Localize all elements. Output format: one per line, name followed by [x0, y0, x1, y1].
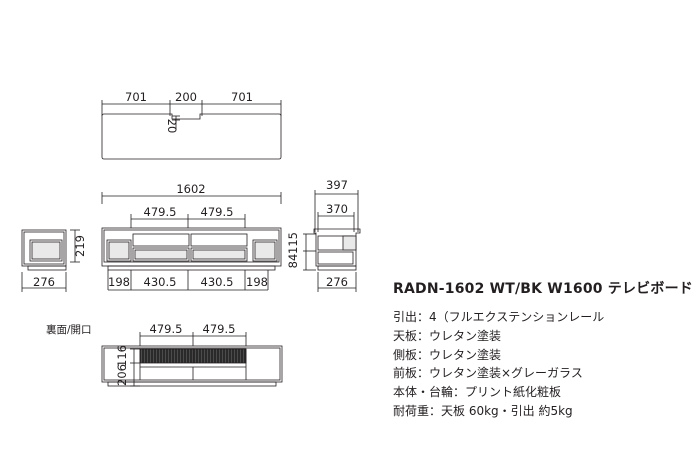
- top-dim-left: 701: [125, 90, 147, 104]
- front-dim-bot-mid-left: 430.5: [144, 275, 177, 289]
- front-dim-upper-left: 479.5: [144, 205, 177, 219]
- top-dim-mid: 200: [175, 90, 197, 104]
- side-view-right-drawing: [303, 190, 361, 292]
- side-right-dim-inner: 370: [326, 202, 348, 216]
- side-right-dim-top: 397: [326, 178, 348, 192]
- top-view-drawing: [101, 100, 282, 160]
- spec-line-top-board: 天板：ウレタン塗装: [393, 328, 502, 343]
- spec-line-drawers: 引出：4（フルエクステンションレール: [393, 310, 605, 324]
- side-small-dim-height: 219: [73, 235, 87, 257]
- spec-list: 引出：4（フルエクステンションレール 天板：ウレタン塗装 側板：ウレタン塗装 前…: [393, 308, 693, 421]
- side-right-dim-115: 115: [286, 232, 300, 254]
- rear-view-drawing: [101, 332, 283, 387]
- spec-line-body: 本体・台輪：プリント紙化粧板: [393, 385, 562, 400]
- rear-dim-206: 206: [115, 364, 129, 386]
- rear-dim-right: 479.5: [203, 322, 236, 336]
- side-view-small-drawing: [21, 229, 80, 292]
- front-dim-upper-right: 479.5: [201, 205, 234, 219]
- spec-panel: RADN-1602 WT/BK W1600 テレビボード 引出：4（フルエクステ…: [393, 278, 693, 421]
- rear-dim-116: 116: [115, 345, 129, 367]
- side-small-dim-width: 276: [33, 275, 55, 289]
- front-dim-bot-left: 198: [108, 275, 130, 289]
- spec-line-side-board: 側板：ウレタン塗装: [393, 347, 502, 362]
- product-title: RADN-1602 WT/BK W1600 テレビボード: [393, 281, 693, 297]
- front-dim-bot-right: 198: [246, 275, 268, 289]
- front-dim-bot-mid-right: 430.5: [201, 275, 234, 289]
- rear-dim-left: 479.5: [150, 322, 183, 336]
- top-dim-right: 701: [231, 90, 253, 104]
- rear-view-label: 裏面/開口: [46, 324, 92, 336]
- front-dim-total: 1602: [176, 182, 205, 196]
- side-right-dim-width: 276: [326, 275, 348, 289]
- spec-line-load: 耐荷重：天板 60kg・引出 約5kg: [393, 403, 573, 418]
- front-view-drawing: [101, 192, 282, 291]
- side-right-dim-84: 84: [286, 254, 300, 269]
- top-dim-notch: 20: [165, 119, 179, 134]
- spec-line-front-board: 前板：ウレタン塗装×グレーガラス: [393, 366, 583, 381]
